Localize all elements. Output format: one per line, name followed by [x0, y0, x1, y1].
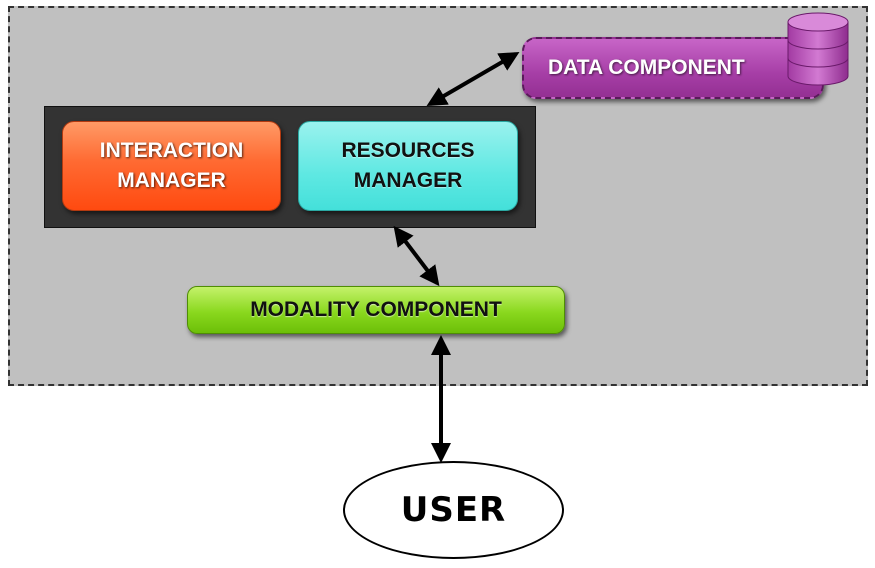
user-label: USER [400, 490, 507, 530]
interaction-manager-box: INTERACTION MANAGER [62, 121, 281, 211]
modality-component-label: MODALITY COMPONENT [250, 298, 502, 321]
interaction-manager-label-line1: INTERACTION [99, 139, 244, 162]
modality-component-box: MODALITY COMPONENT [187, 286, 565, 334]
interaction-manager-label-line2: MANAGER [117, 169, 226, 192]
data-component-box: DATA COMPONENT [522, 37, 824, 99]
resources-manager-box: RESOURCES MANAGER [298, 121, 518, 211]
user-ellipse: USER [343, 461, 564, 559]
resources-manager-label-line2: MANAGER [353, 169, 463, 192]
data-component-label: DATA COMPONENT [548, 56, 745, 79]
resources-manager-label-line1: RESOURCES [341, 139, 475, 162]
